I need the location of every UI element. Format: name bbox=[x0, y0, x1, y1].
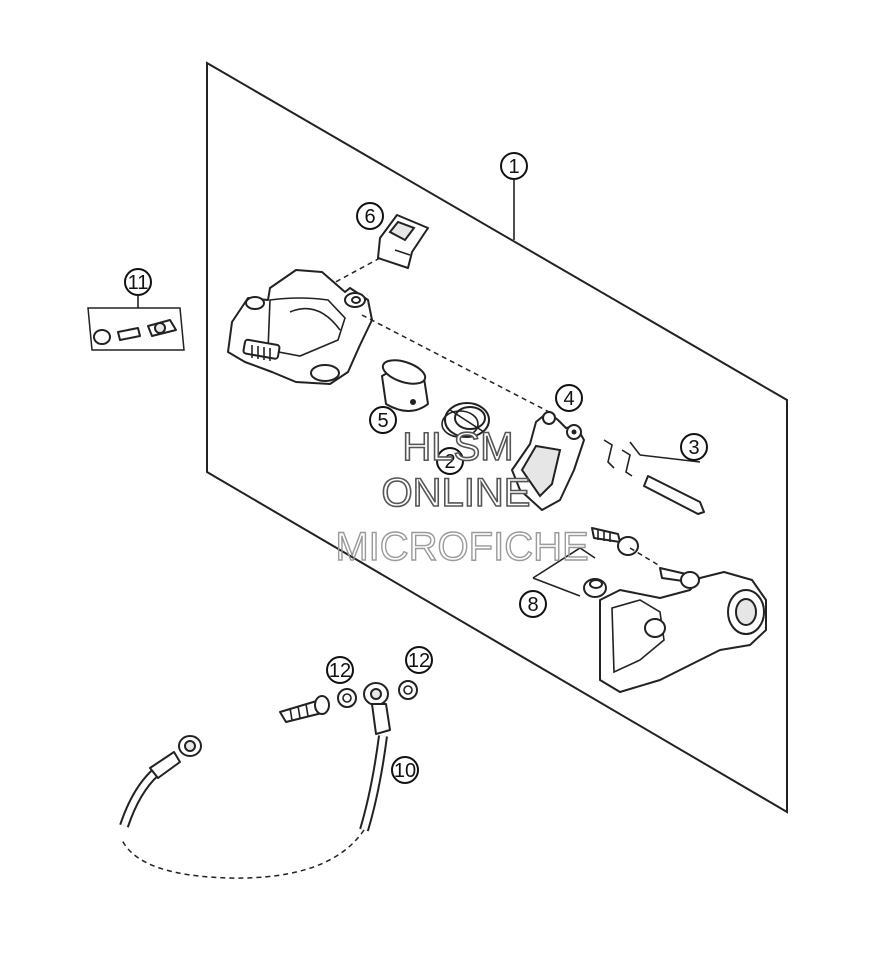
callout-10: 10 bbox=[391, 756, 419, 784]
watermark-line-1: HLSM bbox=[402, 425, 513, 469]
leader-6 bbox=[329, 257, 381, 286]
callout-8: 8 bbox=[519, 590, 547, 618]
callout-1: 1 bbox=[500, 152, 528, 180]
bolts-part-8 bbox=[532, 527, 639, 598]
brake-pads-part-4 bbox=[511, 411, 585, 511]
washer-12a bbox=[337, 688, 357, 708]
callout-6: 6 bbox=[356, 202, 384, 230]
alignment-line bbox=[361, 314, 556, 416]
washer-12a-hole bbox=[342, 693, 352, 703]
caliper-bracket bbox=[599, 547, 767, 693]
callout-6-label: 6 bbox=[364, 206, 375, 228]
callout-5: 5 bbox=[369, 406, 397, 434]
callout-12b-label: 12 bbox=[408, 650, 430, 672]
caliper-body bbox=[227, 269, 373, 385]
callout-10-label: 10 bbox=[394, 760, 416, 782]
pad-spring-part-6 bbox=[377, 214, 429, 269]
callout-5-label: 5 bbox=[377, 410, 388, 432]
watermark-line-3: MICROFICHE bbox=[335, 525, 588, 569]
callout-1-label: 1 bbox=[508, 156, 519, 178]
callout-3: 3 bbox=[680, 433, 708, 461]
washer-12b bbox=[398, 680, 418, 700]
callout-3-label: 3 bbox=[688, 437, 699, 459]
banjo-bolt bbox=[279, 695, 330, 723]
washer-12b-hole bbox=[403, 685, 413, 695]
callout-8-label: 8 bbox=[527, 594, 538, 616]
callout-12a: 12 bbox=[326, 656, 354, 684]
callout-4: 4 bbox=[555, 384, 583, 412]
piston-part-5 bbox=[381, 359, 429, 412]
brake-hose-part-10 bbox=[119, 682, 391, 879]
callout-12b: 12 bbox=[405, 646, 433, 674]
callout-11-label: 11 bbox=[128, 272, 149, 294]
callout-12a-label: 12 bbox=[329, 660, 351, 682]
watermark-line-2: ONLINE bbox=[382, 471, 531, 515]
callout-2: 2 bbox=[436, 447, 464, 475]
bleeder-kit-part-11 bbox=[87, 296, 185, 351]
watermark: HLSM ONLINE MICROFICHE bbox=[335, 424, 590, 570]
callout-4-label: 4 bbox=[563, 388, 574, 410]
pad-pin-part-3 bbox=[603, 439, 705, 515]
seal-part-2 bbox=[441, 402, 490, 438]
callout-2-label: 2 bbox=[444, 451, 455, 473]
callout-11: 11 bbox=[124, 268, 152, 296]
